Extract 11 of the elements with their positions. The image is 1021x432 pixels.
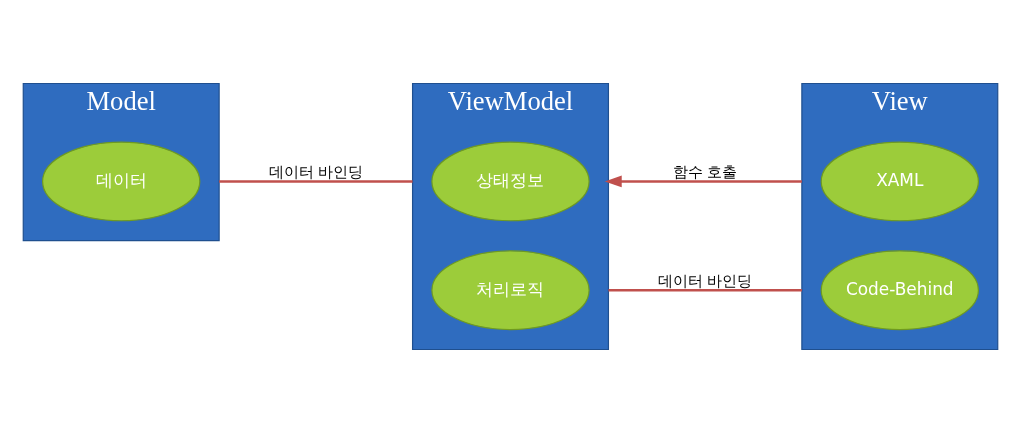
edge-label: 데이터 바인딩 — [657, 272, 753, 289]
edge-label: 데이터 바인딩 — [268, 163, 364, 180]
node-ellipse: 처리로직 — [431, 249, 590, 330]
arrow — [604, 175, 802, 187]
node-ellipse: XAML — [820, 141, 979, 221]
connector — [608, 288, 802, 291]
node-ellipse: 상태정보 — [431, 141, 590, 221]
node-ellipse: Code-Behind — [820, 249, 979, 330]
connector — [219, 179, 413, 183]
node-ellipse: 데이터 — [42, 141, 201, 221]
edge-label: 함수 호출 — [672, 163, 738, 180]
